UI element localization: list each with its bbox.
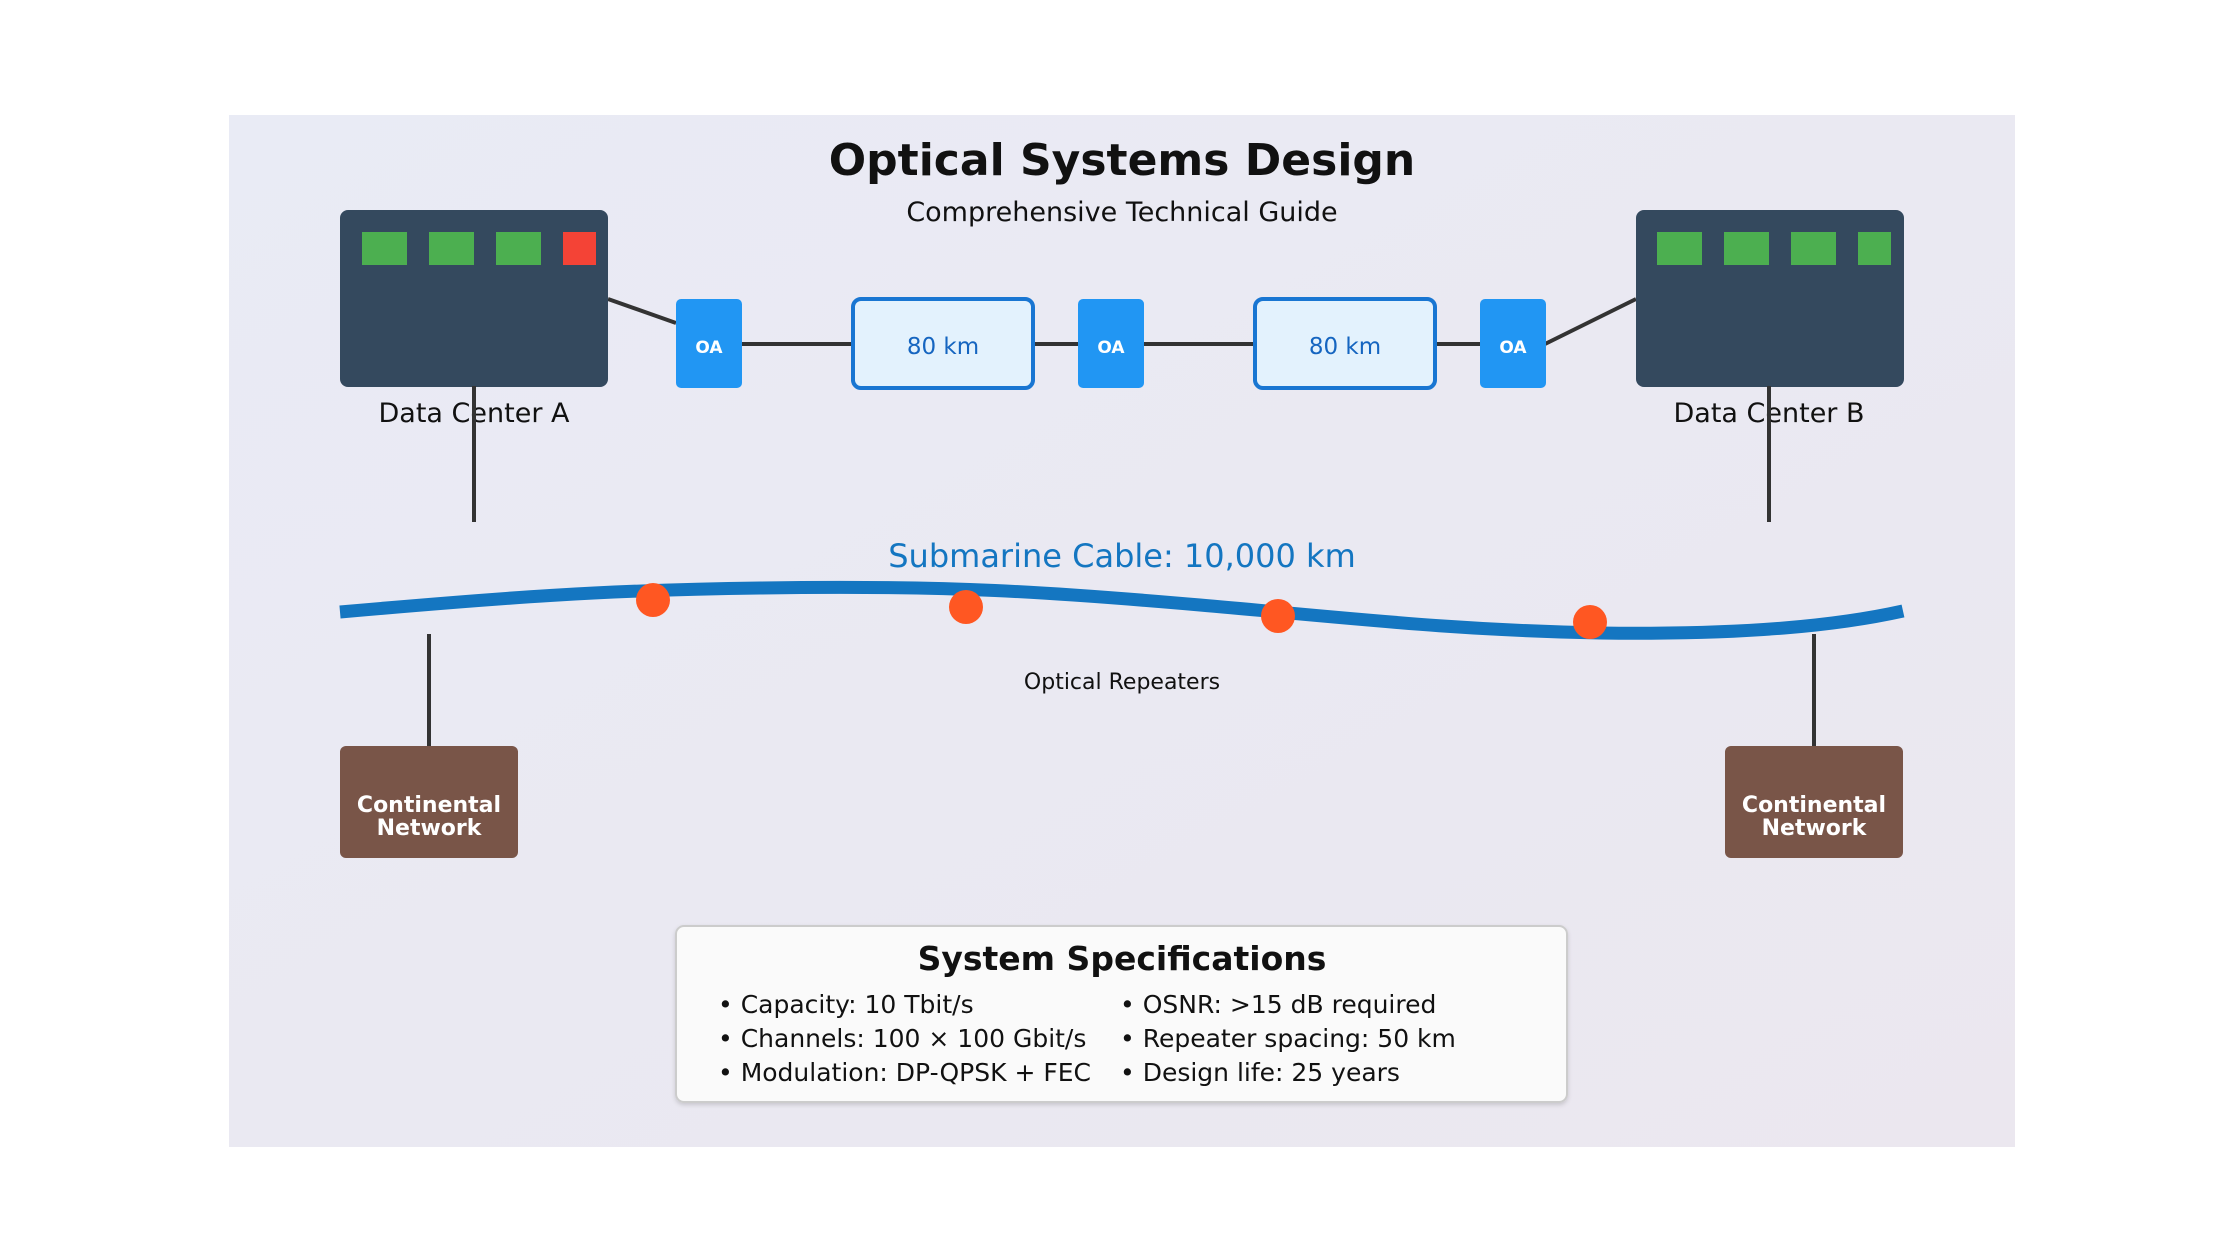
optical-amplifier-3: OA [1480, 299, 1546, 388]
spec-item: • Capacity: 10 Tbit/s [718, 990, 974, 1019]
link-dca-to-oa1 [607, 297, 677, 325]
continental-network-left: Continental Network [340, 746, 518, 858]
continental-network-label-line1: Continental [1742, 793, 1886, 818]
amplifier-label: OA [1499, 338, 1527, 358]
spec-item: • Modulation: DP-QPSK + FEC [718, 1058, 1091, 1087]
submarine-cable-label: Submarine Cable: 10,000 km [888, 537, 1356, 575]
server-rack-b [1636, 210, 1904, 387]
fiber-span-2: 80 km [1253, 297, 1437, 390]
span-length-label: 80 km [907, 334, 979, 360]
spec-item: • Design life: 25 years [1120, 1058, 1400, 1087]
data-center-b [1636, 210, 1904, 387]
submarine-cable [339, 580, 1905, 640]
continental-network-box [340, 746, 518, 858]
repeater-dot [949, 590, 983, 624]
amplifier-box [676, 299, 742, 388]
amplifier-label: OA [1097, 338, 1125, 358]
continental-network-label-line1: Continental [357, 793, 501, 818]
status-led [1791, 232, 1836, 265]
span-length-label: 80 km [1309, 334, 1381, 360]
system-specifications-panel: System Specifications • Capacity: 10 Tbi… [675, 925, 1568, 1103]
page-subtitle: Comprehensive Technical Guide [906, 197, 1337, 228]
fiber-span-1: 80 km [851, 297, 1035, 390]
amplifier-box [1078, 299, 1144, 388]
repeater-dot [636, 583, 670, 617]
repeater-dot [1573, 605, 1607, 639]
specs-title: System Specifications [918, 939, 1327, 978]
optical-repeaters-label: Optical Repeaters [1024, 670, 1220, 695]
status-led [362, 232, 407, 265]
status-led [496, 232, 541, 265]
optical-amplifier-2: OA [1078, 299, 1144, 388]
optical-repeaters [636, 583, 1607, 639]
spec-item: • Repeater spacing: 50 km [1120, 1024, 1456, 1053]
amplifier-label: OA [695, 338, 723, 358]
status-led [1858, 232, 1891, 265]
continental-network-label-line2: Network [377, 816, 483, 841]
spec-item: • Channels: 100 × 100 Gbit/s [718, 1024, 1086, 1053]
specs-box [675, 925, 1568, 1103]
link-oa3-to-dcb [1544, 297, 1637, 346]
spec-item: • OSNR: >15 dB required [1120, 990, 1436, 1019]
span-box [851, 297, 1035, 390]
continental-network-right: Continental Network [1725, 746, 1903, 858]
continental-network-label-line2: Network [1762, 816, 1868, 841]
optical-amplifier-1: OA [676, 299, 742, 388]
status-led [1724, 232, 1769, 265]
span-box [1253, 297, 1437, 390]
repeater-dot [1261, 599, 1295, 633]
status-led [429, 232, 474, 265]
status-led-alert [563, 232, 596, 265]
status-led [1657, 232, 1702, 265]
page-title: Optical Systems Design [829, 135, 1415, 186]
data-center-a [340, 210, 608, 387]
amplifier-box [1480, 299, 1546, 388]
continental-network-box [1725, 746, 1903, 858]
